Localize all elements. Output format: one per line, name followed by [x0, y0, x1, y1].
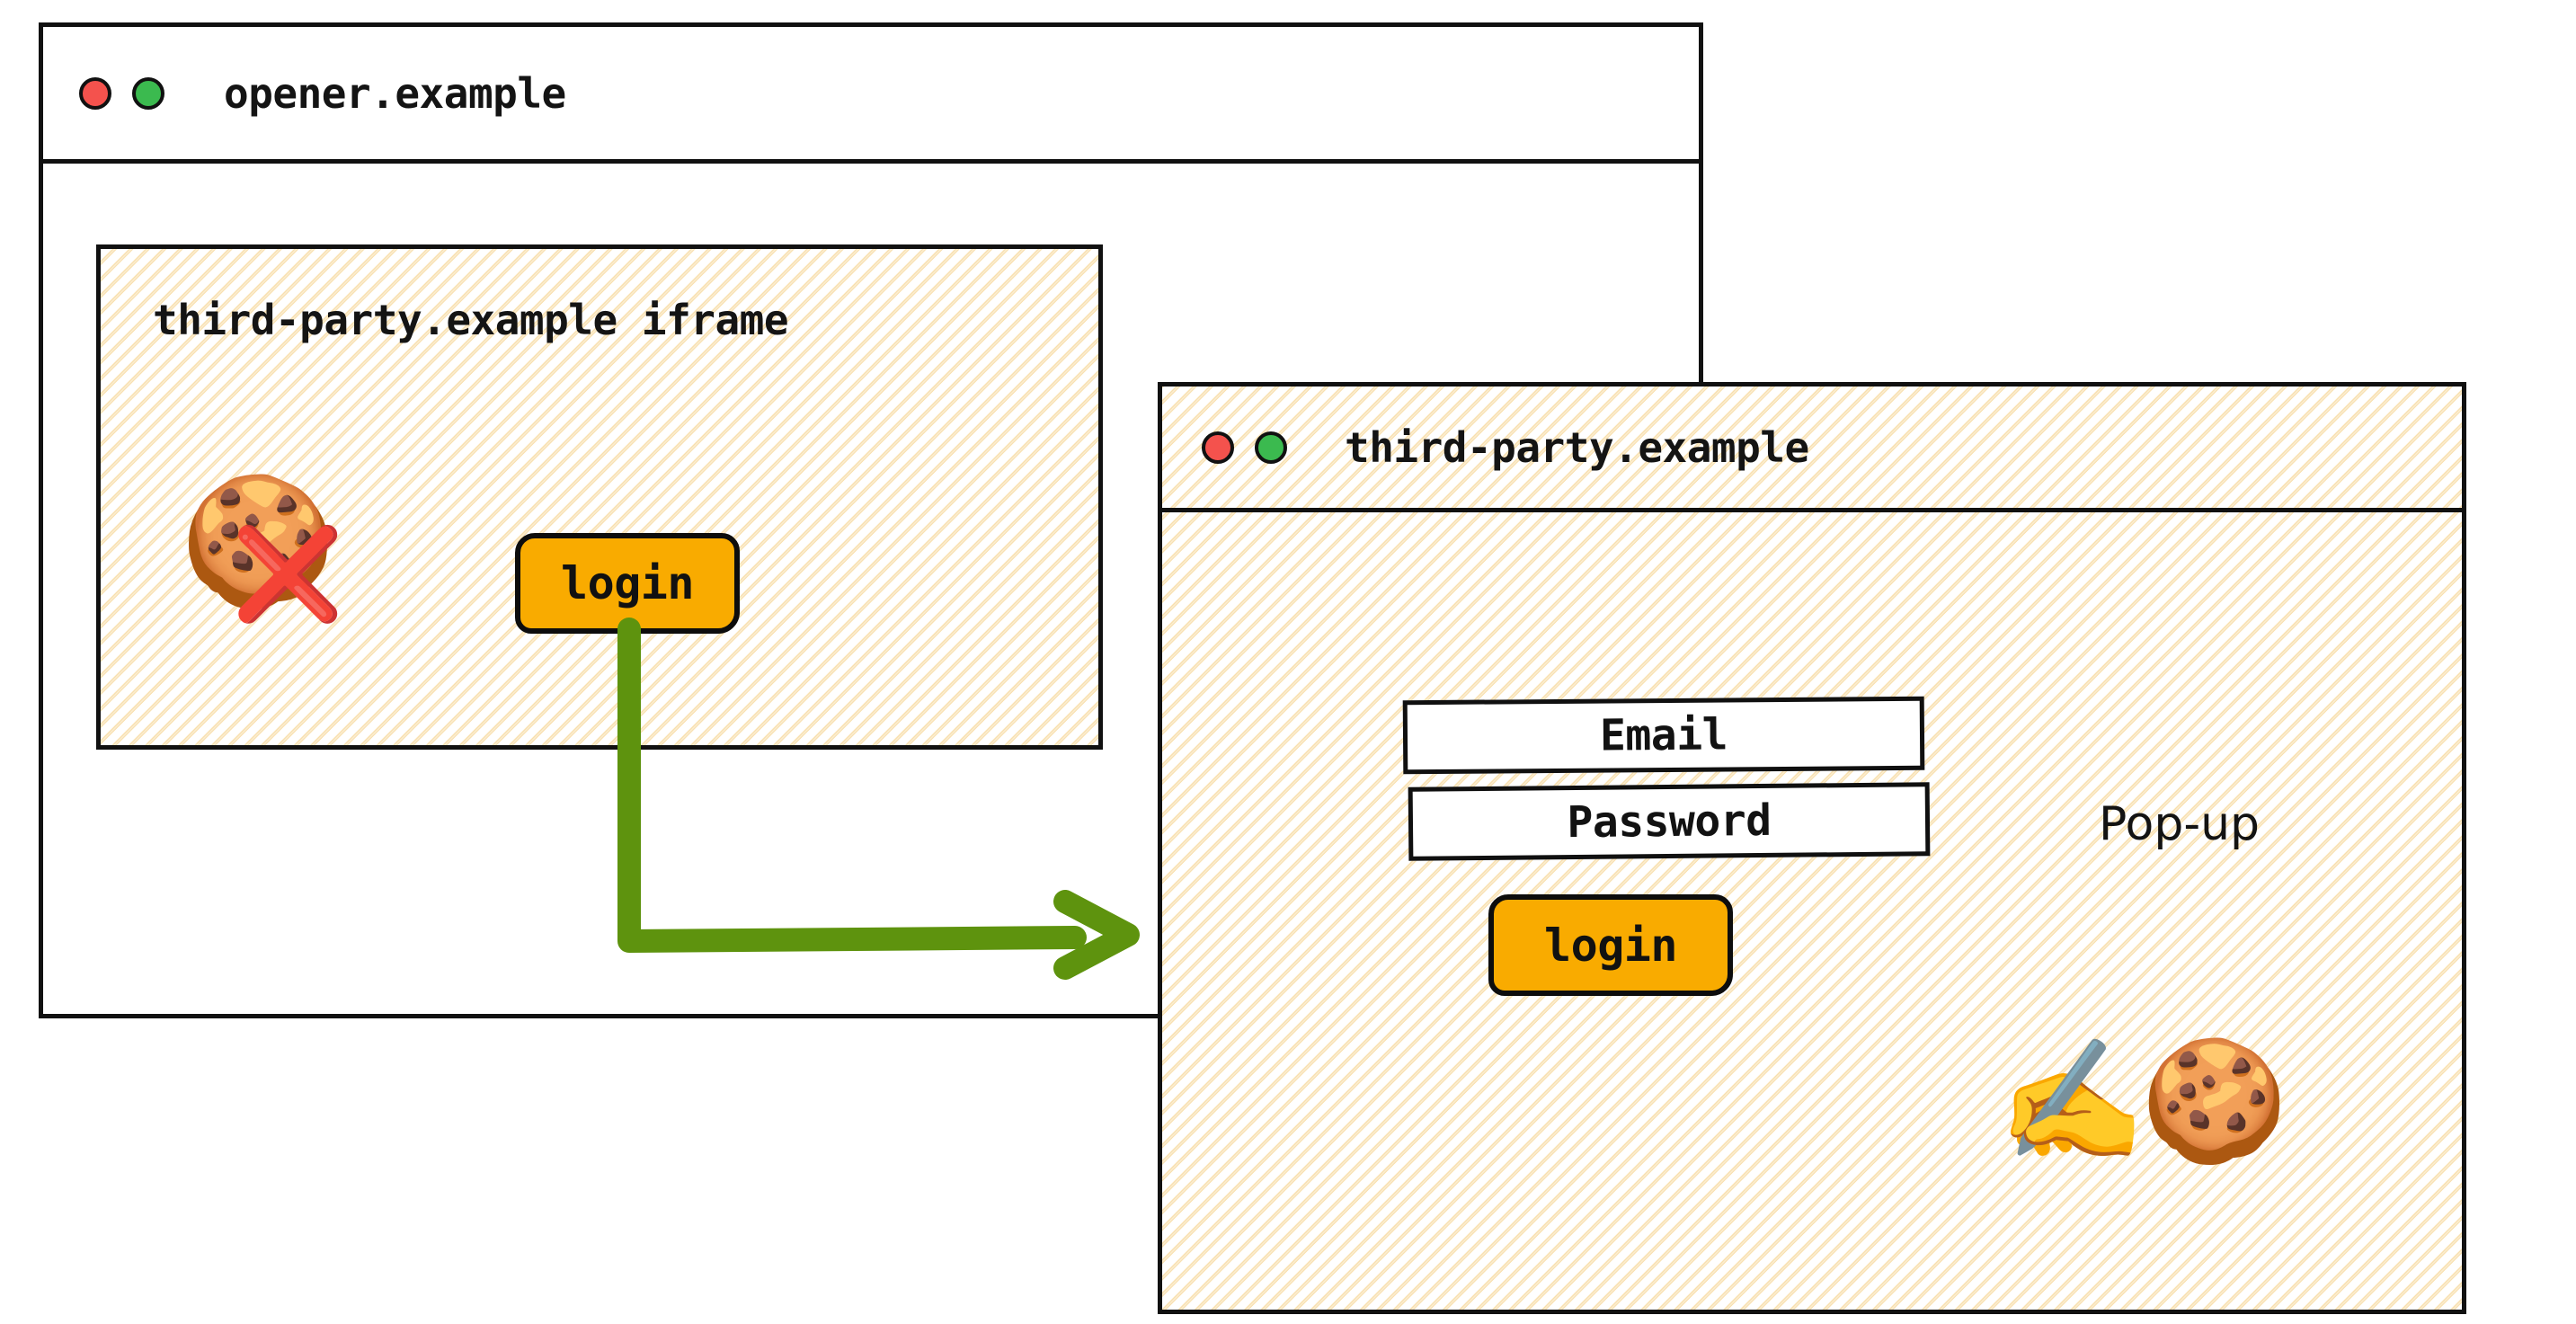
popup-window-title: third-party.example [1345, 422, 1809, 472]
opener-titlebar: opener.example [43, 27, 1699, 164]
opener-window-title: opener.example [224, 68, 566, 118]
popup-login-button[interactable]: login [1488, 894, 1733, 996]
iframe-label: third-party.example iframe [153, 296, 789, 344]
writing-hand-icon: ✍️ [1998, 1032, 2145, 1170]
popup-body: Email Password login Pop-up ✍️🍪 [1162, 512, 2462, 1310]
email-field[interactable]: Email [1402, 696, 1925, 775]
blocked-cookie-group: 🍪 ❌ [180, 475, 360, 654]
minimize-dot[interactable] [1255, 431, 1287, 464]
signing-cookie-group: ✍️🍪 [1998, 1038, 2288, 1164]
popup-titlebar: third-party.example [1162, 387, 2462, 512]
popup-window: third-party.example Email Password login… [1158, 382, 2466, 1314]
opener-window-controls [79, 76, 164, 110]
iframe-login-button[interactable]: login [515, 533, 740, 634]
cookie-icon: 🍪 [2140, 1032, 2287, 1170]
third-party-iframe: third-party.example iframe [96, 244, 1103, 750]
minimize-dot[interactable] [132, 76, 164, 110]
popup-window-controls [1202, 431, 1287, 464]
cookie-icon: 🍪 [180, 468, 337, 615]
password-field[interactable]: Password [1408, 782, 1931, 861]
close-dot[interactable] [79, 76, 111, 110]
cross-mark-icon: ❌ [232, 521, 344, 626]
popup-annotation-label: Pop-up [2099, 797, 2261, 851]
close-dot[interactable] [1202, 431, 1234, 464]
